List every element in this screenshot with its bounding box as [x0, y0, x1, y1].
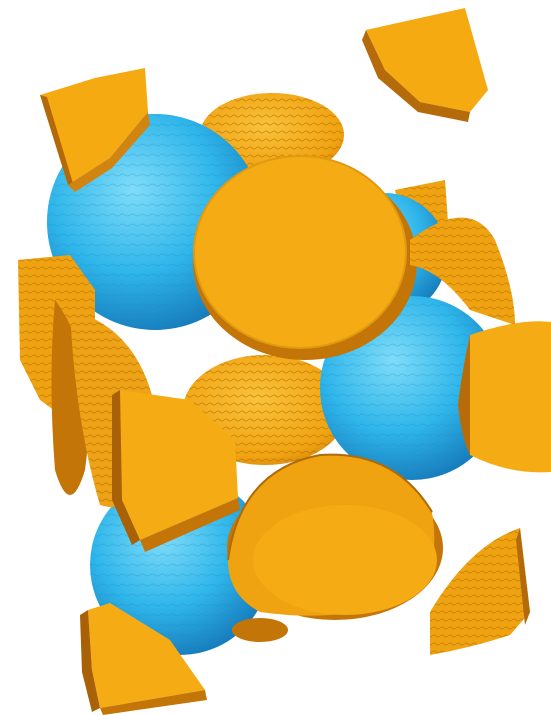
gold-atom-right-dome: [410, 217, 515, 325]
gold-atom-bottom-cap: [232, 618, 288, 642]
gold-atom-top-right-wedge: [362, 8, 488, 122]
gold-atom-bottom-left-wedge: [80, 603, 207, 715]
gold-atom-central-disk: [193, 155, 417, 360]
gold-atom-top-left-wedge: [40, 68, 150, 192]
gold-atom-right-half: [458, 321, 551, 473]
gold-atom-middle-left-wedge: [112, 390, 240, 552]
gold-atom-lower-disk: [227, 453, 443, 620]
gold-atom-bottom-right-wedge: [430, 528, 530, 655]
